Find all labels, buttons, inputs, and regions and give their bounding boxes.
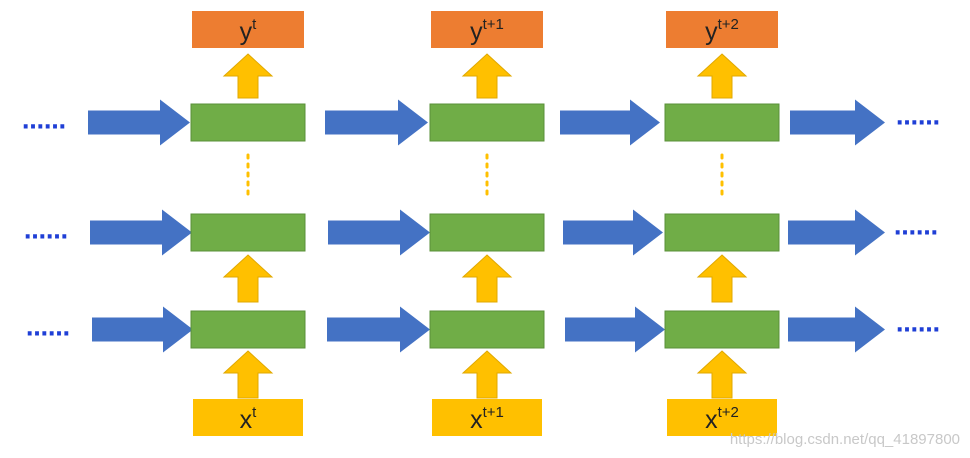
horizontal-arrow-row3-3 [565, 306, 665, 353]
middle-up-arrow-3 [696, 254, 748, 303]
output-arrow-3 [696, 53, 748, 99]
input-arrow-1 [222, 350, 274, 399]
output-arrow-1 [222, 53, 274, 99]
hidden-cell-row2-col1 [190, 213, 306, 252]
middle-up-arrow-2 [461, 254, 513, 303]
watermark: https://blog.csdn.net/qq_41897800 [729, 431, 960, 448]
horizontal-arrow-row1-3 [560, 99, 660, 146]
horizontal-arrow-row2-4 [788, 209, 885, 256]
input-box-2 [432, 399, 542, 436]
horizontal-arrow-row1-2 [325, 99, 428, 146]
input-box-1 [193, 399, 303, 436]
horizontal-arrow-row3-2 [327, 306, 430, 353]
hidden-cell-row3-col2 [429, 310, 545, 349]
hidden-cell-row2-col3 [664, 213, 780, 252]
output-box-1 [192, 11, 304, 48]
middle-up-arrow-1 [222, 254, 274, 303]
ellipsis-right-row3: …… [896, 313, 940, 338]
hidden-cell-row1-col2 [429, 103, 545, 142]
input-box-3 [667, 399, 777, 436]
input-label-2: xt+1 [470, 404, 504, 434]
hidden-cell-row2-col2 [429, 213, 545, 252]
horizontal-arrow-row2-3 [563, 209, 663, 256]
horizontal-arrow-row3-1 [92, 306, 193, 353]
ellipsis-right-row1: …… [896, 106, 940, 131]
hidden-cell-row1-col1 [190, 103, 306, 142]
ellipsis-right-row2: …… [894, 216, 938, 241]
hidden-cell-row3-col3 [664, 310, 780, 349]
horizontal-arrow-row3-4 [788, 306, 885, 353]
horizontal-arrow-row1-1 [88, 99, 190, 146]
hidden-cell-row1-col3 [664, 103, 780, 142]
output-label-2: yt+1 [470, 16, 504, 46]
input-label-3: xt+2 [705, 404, 739, 434]
hidden-cell-row3-col1 [190, 310, 306, 349]
ellipsis-left-row2: …… [24, 220, 68, 245]
input-label-1: xt [240, 404, 258, 434]
output-box-3 [666, 11, 778, 48]
input-arrow-3 [696, 350, 748, 399]
horizontal-arrow-row1-4 [790, 99, 885, 146]
output-label-3: yt+2 [705, 16, 739, 46]
ellipsis-left-row1: …… [22, 110, 66, 135]
horizontal-arrow-row2-2 [328, 209, 430, 256]
output-label-1: yt [240, 16, 258, 46]
horizontal-arrow-row2-1 [90, 209, 192, 256]
output-arrow-2 [461, 53, 513, 99]
input-arrow-2 [461, 350, 513, 399]
output-box-2 [431, 11, 543, 48]
ellipsis-left-row3: …… [26, 317, 70, 342]
